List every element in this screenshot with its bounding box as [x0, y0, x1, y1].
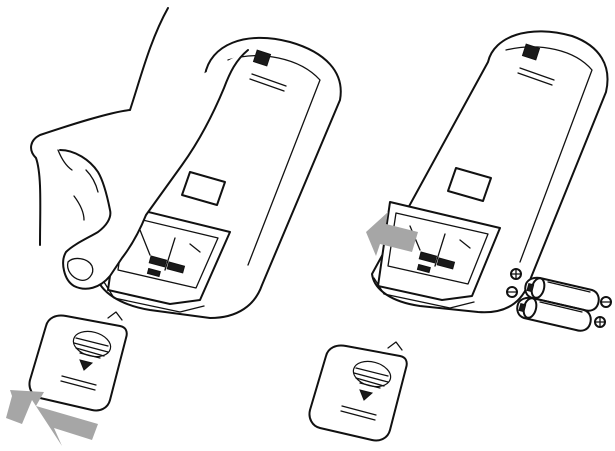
ir-window-right [521, 43, 541, 61]
cover-grill-left [72, 330, 112, 359]
cover-triangle-right [359, 389, 374, 401]
remote-control-right [371, 30, 609, 314]
cover-tab-left [107, 311, 123, 321]
step-remove-cover [6, 7, 342, 446]
battery-cover-left [28, 311, 128, 412]
knuckle-crease-3 [57, 149, 73, 171]
label-plate-right [447, 167, 492, 202]
step-insert-batteries [308, 30, 612, 442]
hand-illustration [30, 7, 249, 290]
batteries [516, 276, 600, 332]
hand-outline [30, 7, 249, 290]
compartment-rim-right [373, 277, 475, 309]
label-plate-left [181, 171, 226, 206]
ir-window-left [252, 49, 272, 67]
polarity-mark-minus-1 [506, 286, 518, 298]
cover-outline-right [308, 344, 408, 442]
compartment-inner-left [117, 215, 219, 289]
polarity-mark-minus-2 [600, 296, 612, 308]
polarity-mark-plus-2 [594, 316, 606, 328]
slide-out-arrow [6, 390, 98, 446]
battery-compartment-right [377, 201, 501, 301]
compartment-rim-left [103, 281, 205, 313]
knuckle-crease-2 [73, 195, 85, 221]
cover-slot-left [60, 375, 97, 391]
thumbnail [66, 257, 94, 281]
remote-side-edge-right [505, 46, 593, 263]
battery-terminals-left [146, 255, 186, 278]
insert-arrow [366, 212, 418, 256]
battery-cover-right [308, 341, 408, 442]
polarity-mark-plus-1 [510, 268, 522, 280]
top-slot-right [517, 67, 555, 86]
cover-slot-right [340, 405, 377, 421]
top-slot-left [249, 73, 287, 92]
polarity-marks [506, 268, 612, 328]
battery-2 [516, 296, 592, 332]
cover-outline-left [28, 314, 128, 412]
cover-grill-right [352, 360, 392, 389]
cover-tab-right [387, 341, 403, 351]
knuckle-crease-1 [85, 169, 99, 193]
cover-triangle-left [79, 359, 94, 371]
battery-terminals-right [416, 251, 456, 274]
